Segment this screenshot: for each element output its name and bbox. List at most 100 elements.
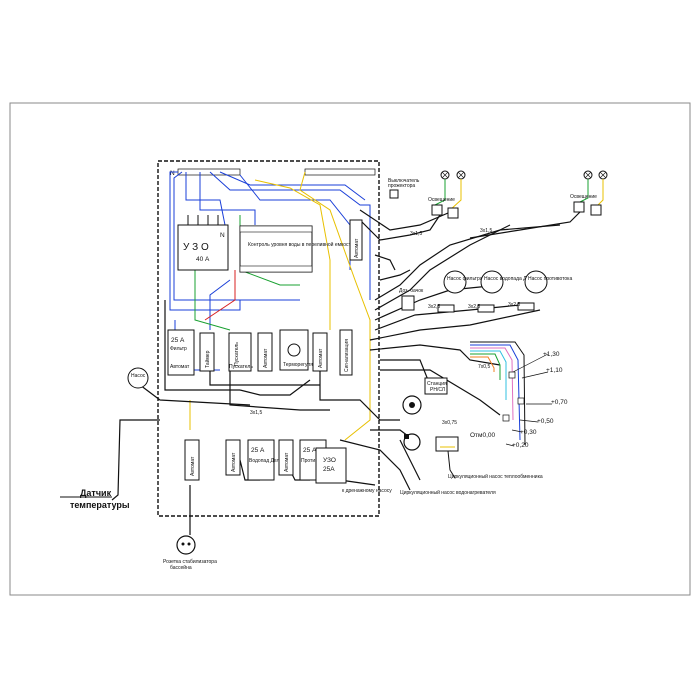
level-6: +0,20 [512, 442, 529, 449]
svg-text:Насос водопада Дельфин: Насос водопада Дельфин [484, 276, 545, 282]
cable-top-right: 3х1,5 [480, 228, 492, 234]
svg-text:УЗО: УЗО [323, 457, 336, 464]
level-controller: Контроль уровня воды в переливной емкост… [239, 225, 354, 273]
temp-sensor-label-2: температуры [70, 500, 130, 510]
svg-text:Выключатель: Выключатель [388, 178, 420, 184]
pressure-gauge-icon [127, 367, 149, 389]
pressure-gauge-icon [480, 270, 504, 294]
svg-text:3х2,5: 3х2,5 [508, 302, 520, 308]
svg-text:3х2,5: 3х2,5 [468, 304, 480, 310]
svg-text:Автомат: Автомат [190, 456, 196, 476]
svg-text:Автомат: Автомат [170, 364, 190, 370]
level-3: +0,70 [551, 399, 568, 406]
svg-text:25А: 25А [323, 466, 335, 473]
cable-note: к дренажному насосу [342, 488, 392, 494]
svg-text:Таймер: Таймер [204, 350, 211, 368]
svg-text:Станция: Станция [427, 381, 447, 387]
svg-text:Пускатель: Пускатель [234, 342, 240, 366]
wires-yellow [189, 171, 371, 441]
svg-text:25 А: 25 А [171, 337, 185, 344]
puskatel: Пускатель Пускатель [228, 332, 253, 372]
svg-text:Автомат: Автомат [263, 348, 269, 368]
pump-gauge-2: Насос водопада Дельфин 3х2,5 [468, 270, 545, 313]
avtomat-mid: Автомат [257, 332, 273, 372]
level-2: +1,10 [546, 367, 563, 374]
level-7: Отм0,00 [470, 432, 496, 439]
controller-label: Контроль уровня воды в переливной емкост… [248, 241, 354, 248]
svg-text:Доз. бачок: Доз. бачок [399, 288, 424, 294]
level-5: +0,30 [520, 429, 537, 436]
svg-text:3х2,5: 3х2,5 [428, 304, 440, 310]
wire-lamps-right [469, 211, 581, 239]
overflow-alarm: Сигнализация [339, 329, 353, 376]
svg-text:Фильтр: Фильтр [170, 346, 187, 352]
drain-pump-label: Циркуляционный насос водонагревателя [400, 489, 496, 496]
uzo-main-label: У З О [183, 242, 209, 253]
plug-icon [176, 535, 196, 555]
svg-text:Насос противотока: Насос противотока [528, 276, 572, 282]
svg-text:Терморегулятор: Терморегулятор [283, 362, 321, 368]
svg-text:Автомат: Автомат [354, 238, 360, 258]
uzo-main: У З О 40 А N [177, 215, 229, 271]
level-scale: +1,30 +1,10 +0,70 +0,50 +0,30 +0,20 Отм0… [470, 351, 568, 449]
svg-text:Водопад Дельфин: Водопад Дельфин [249, 458, 292, 464]
n-bus-top [177, 168, 241, 176]
dosing-avtomat: Автомат [312, 332, 328, 372]
svg-text:Освещение: Освещение [570, 194, 597, 200]
wires-black [111, 209, 561, 535]
svg-text:Автомат: Автомат [318, 348, 324, 368]
bottom-avtomat-3: Автомат [278, 439, 294, 476]
light-switch: Выключатель прожектора [388, 178, 420, 199]
pressure-gauge-left: Насос [127, 367, 149, 389]
svg-text:бассейна: бассейна [170, 564, 192, 571]
timer: Таймер [199, 332, 215, 372]
temp-sensor: Датчик температуры [60, 488, 130, 510]
svg-text:Освещение: Освещение [428, 197, 455, 203]
lamps-right: Освещение [570, 170, 608, 216]
pump-gauge-3: Насос противотока 3х2,5 [508, 270, 572, 311]
cable-4x: 7х0,5 [478, 364, 490, 370]
filter-breaker: 25 А Фильтр Автомат [167, 329, 195, 376]
svg-text:Сигнализация: Сигнализация [344, 339, 350, 372]
bottom-avtomat-1: Автомат [184, 439, 200, 481]
svg-text:Противоток: Противоток [301, 458, 328, 464]
pe-bus-top [304, 168, 376, 176]
heater-pump-box [435, 436, 459, 479]
uzo-small: УЗО 25А [315, 447, 347, 484]
pressure-gauge-icon [524, 270, 548, 294]
drain-cable: 3х0,75 [442, 420, 457, 426]
lamps-left: Освещение [428, 170, 466, 219]
svg-text:25 А: 25 А [251, 447, 265, 454]
svg-text:РН/СЛ: РН/СЛ [430, 387, 445, 393]
level-1: +1,30 [543, 351, 560, 358]
svg-text:Пускатель: Пускатель [229, 364, 253, 370]
circulation-pump [402, 395, 422, 451]
svg-text:Автомат: Автомат [284, 452, 290, 472]
cable-top-left: 3х1,5 [410, 231, 422, 237]
ph-station: Станция РН/СЛ [424, 377, 448, 395]
n-bus-label: N [170, 170, 175, 177]
pressure-gauge-icon [443, 270, 467, 294]
heater-icon [287, 343, 301, 357]
wires-red [204, 270, 236, 321]
heater-pump-label: Циркуляционный насос теплообменника [448, 473, 543, 480]
svg-text:прожектора: прожектора [388, 183, 415, 189]
stabilizer-socket: Розетка стабилизатора бассейна [163, 535, 217, 571]
svg-text:25 А: 25 А [303, 447, 317, 454]
panel-cable-3x15: 3х1,5 [250, 410, 262, 416]
uzo-main-amp: 40 А [196, 256, 210, 263]
heater-controller: Терморегулятор [279, 329, 321, 371]
n-label: N [220, 232, 225, 239]
svg-text:Автомат: Автомат [231, 452, 237, 472]
svg-text:Насос фильтрации: Насос фильтрации [447, 276, 491, 282]
bottom-avtomat-2: Автомат [225, 439, 241, 476]
vodopad-breaker: 25 А Водопад Дельфин [247, 439, 292, 481]
avtomat-right: Автомат [349, 219, 363, 261]
svg-text:Розетка стабилизатора: Розетка стабилизатора [163, 559, 217, 565]
sheet-border [9, 102, 691, 596]
dosing-tank: Доз. бачок [399, 288, 424, 311]
svg-text:Насос: Насос [131, 373, 146, 379]
temp-sensor-label: Датчик [80, 488, 112, 498]
